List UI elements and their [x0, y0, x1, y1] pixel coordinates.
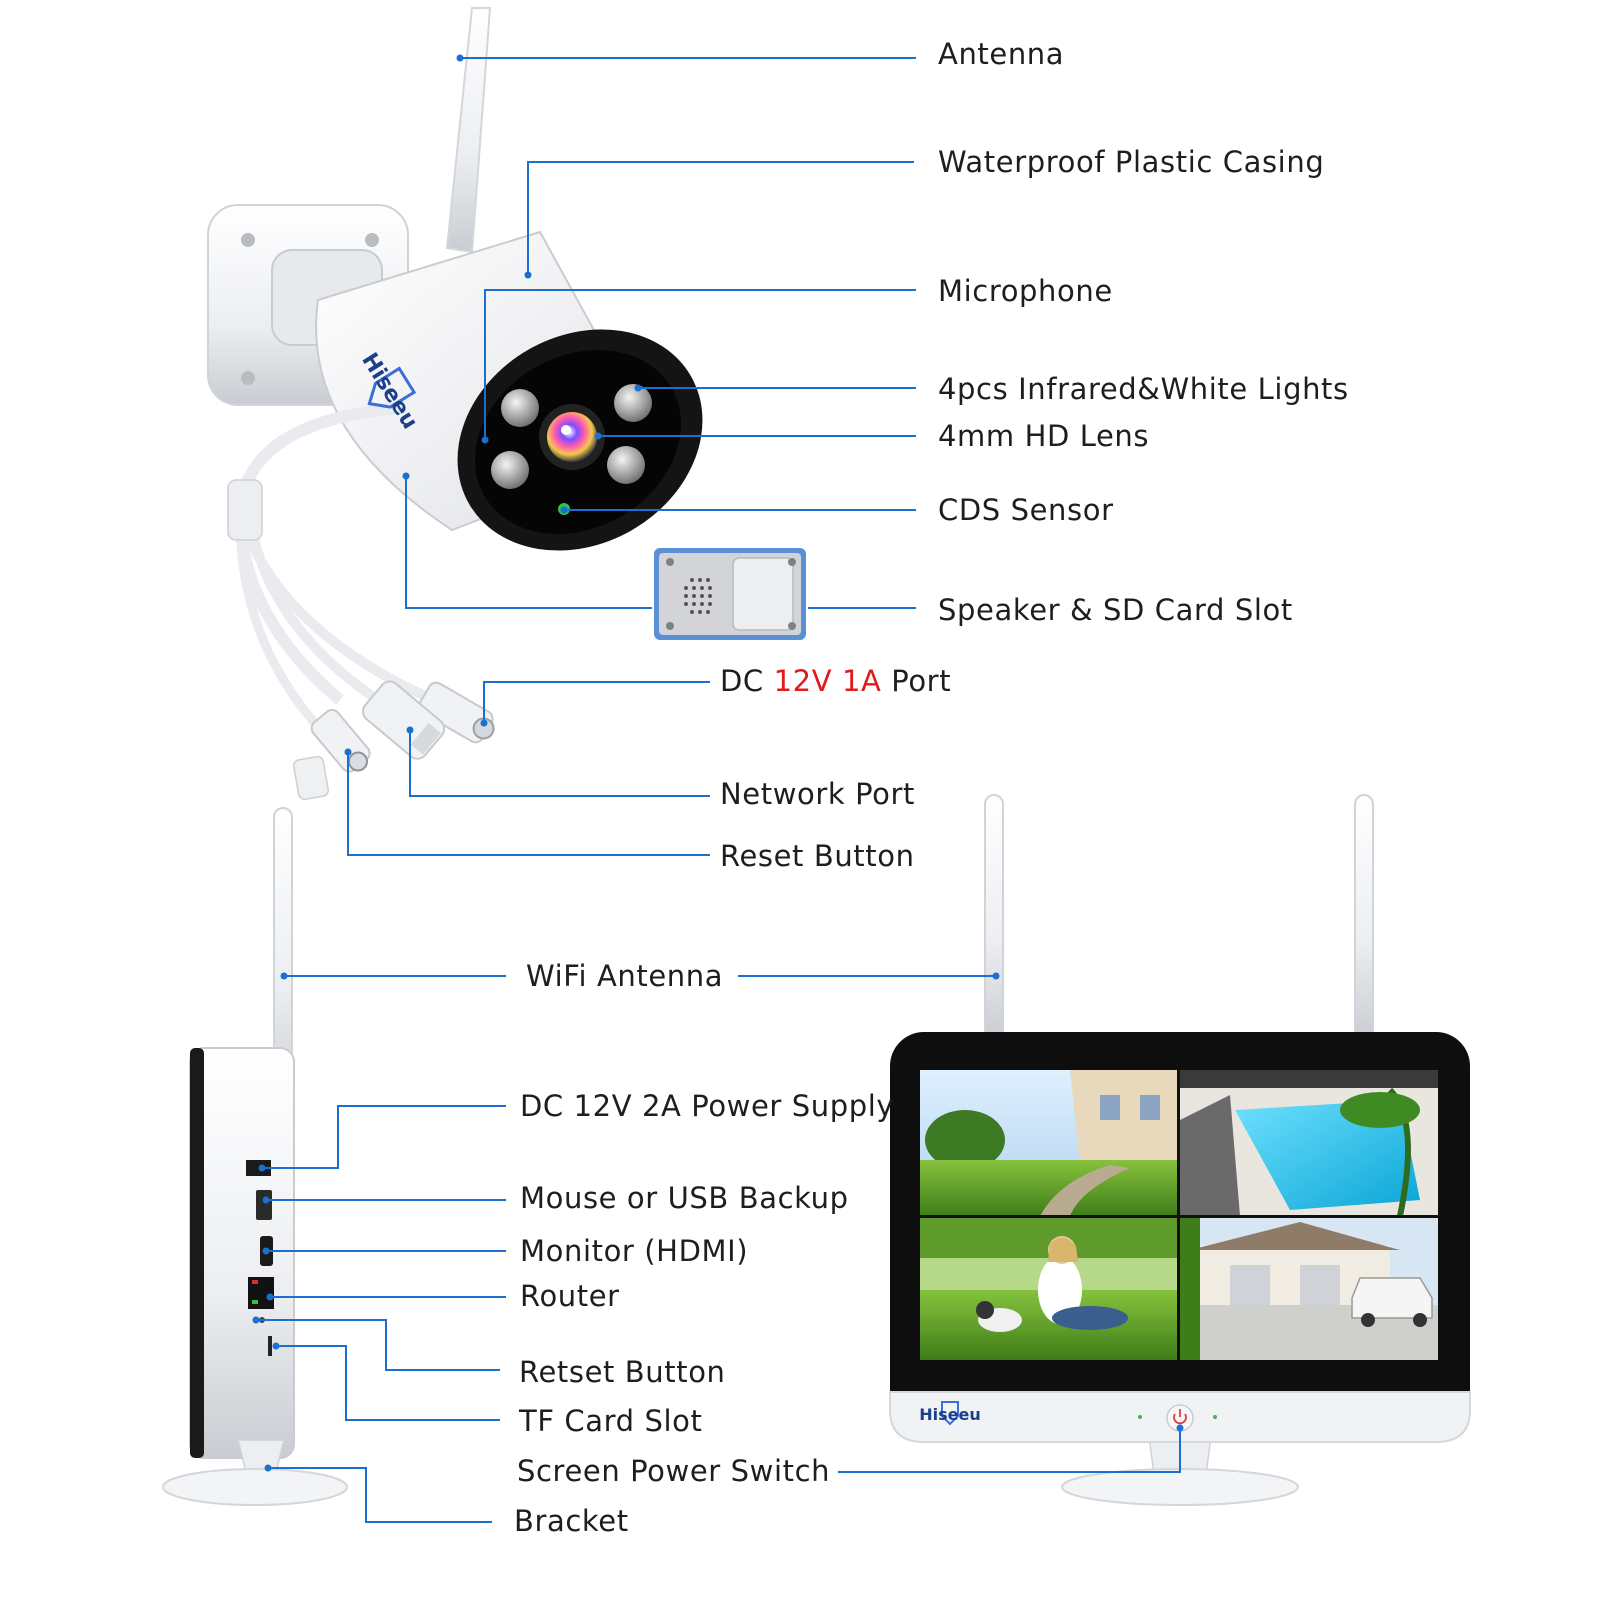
infrared-led-icon	[491, 451, 529, 489]
label-microphone: Microphone	[938, 274, 1113, 308]
router-port-icon	[248, 1277, 274, 1309]
speaker-sd-inset	[654, 548, 806, 640]
usb-port-icon	[256, 1190, 272, 1220]
camera-lens-icon	[547, 412, 597, 462]
dc-port-connector	[418, 681, 495, 744]
monitor-screen	[920, 1070, 1438, 1360]
label-speaker-sd: Speaker & SD Card Slot	[938, 593, 1293, 627]
nvr-side-view	[162, 807, 348, 1506]
label-usb-backup: Mouse or USB Backup	[520, 1181, 849, 1215]
leader-lines	[256, 57, 1181, 1523]
label-screen-power-switch: Screen Power Switch	[517, 1454, 831, 1488]
label-dc-value: 12V 1A	[773, 664, 882, 698]
sd-card-slot-cover	[732, 557, 794, 631]
label-lights: 4pcs Infrared&White Lights	[938, 372, 1349, 406]
speaker-icon	[684, 578, 712, 614]
label-waterproof-casing: Waterproof Plastic Casing	[938, 145, 1325, 179]
monitor-antenna-left	[984, 794, 1004, 1041]
label-dc-suffix: Port	[881, 664, 952, 698]
monitor-antenna-right	[1354, 794, 1374, 1041]
label-network-port: Network Port	[720, 777, 915, 811]
camera-illustration	[207, 7, 703, 801]
label-power-supply: DC 12V 2A Power Supply	[520, 1089, 895, 1123]
svg-text:Hiseeu: Hiseeu	[919, 1405, 981, 1424]
status-led-icon	[1138, 1415, 1142, 1419]
label-dc-port: DC 12V 1A Port	[720, 667, 951, 696]
infrared-led-icon	[501, 389, 539, 427]
label-router: Router	[520, 1279, 620, 1313]
label-retset-button: Retset Button	[519, 1355, 726, 1389]
nvr-monitor: Hiseeu	[889, 794, 1471, 1506]
label-tf-card-slot: TF Card Slot	[519, 1404, 703, 1438]
tf-slot-icon	[268, 1336, 272, 1356]
label-lens: 4mm HD Lens	[938, 419, 1150, 453]
label-antenna: Antenna	[938, 37, 1065, 71]
infrared-led-icon	[614, 384, 652, 422]
nvr-bracket-base	[162, 1468, 348, 1506]
label-bracket: Bracket	[514, 1504, 629, 1538]
label-hdmi: Monitor (HDMI)	[520, 1234, 749, 1268]
network-port-connector	[362, 680, 446, 760]
label-reset-button: Reset Button	[720, 839, 915, 873]
status-led-icon	[1213, 1415, 1217, 1419]
reset-button-connector	[310, 709, 371, 773]
monitor-brand-logo: Hiseeu	[919, 1401, 981, 1426]
leader-dots	[252, 54, 1184, 1472]
camera-antenna	[445, 7, 492, 254]
label-cds-sensor: CDS Sensor	[938, 493, 1114, 527]
power-icon	[1173, 1413, 1187, 1425]
label-wifi-antenna: WiFi Antenna	[526, 959, 724, 993]
infrared-led-icon	[607, 446, 645, 484]
label-dc-prefix: DC	[720, 664, 774, 698]
